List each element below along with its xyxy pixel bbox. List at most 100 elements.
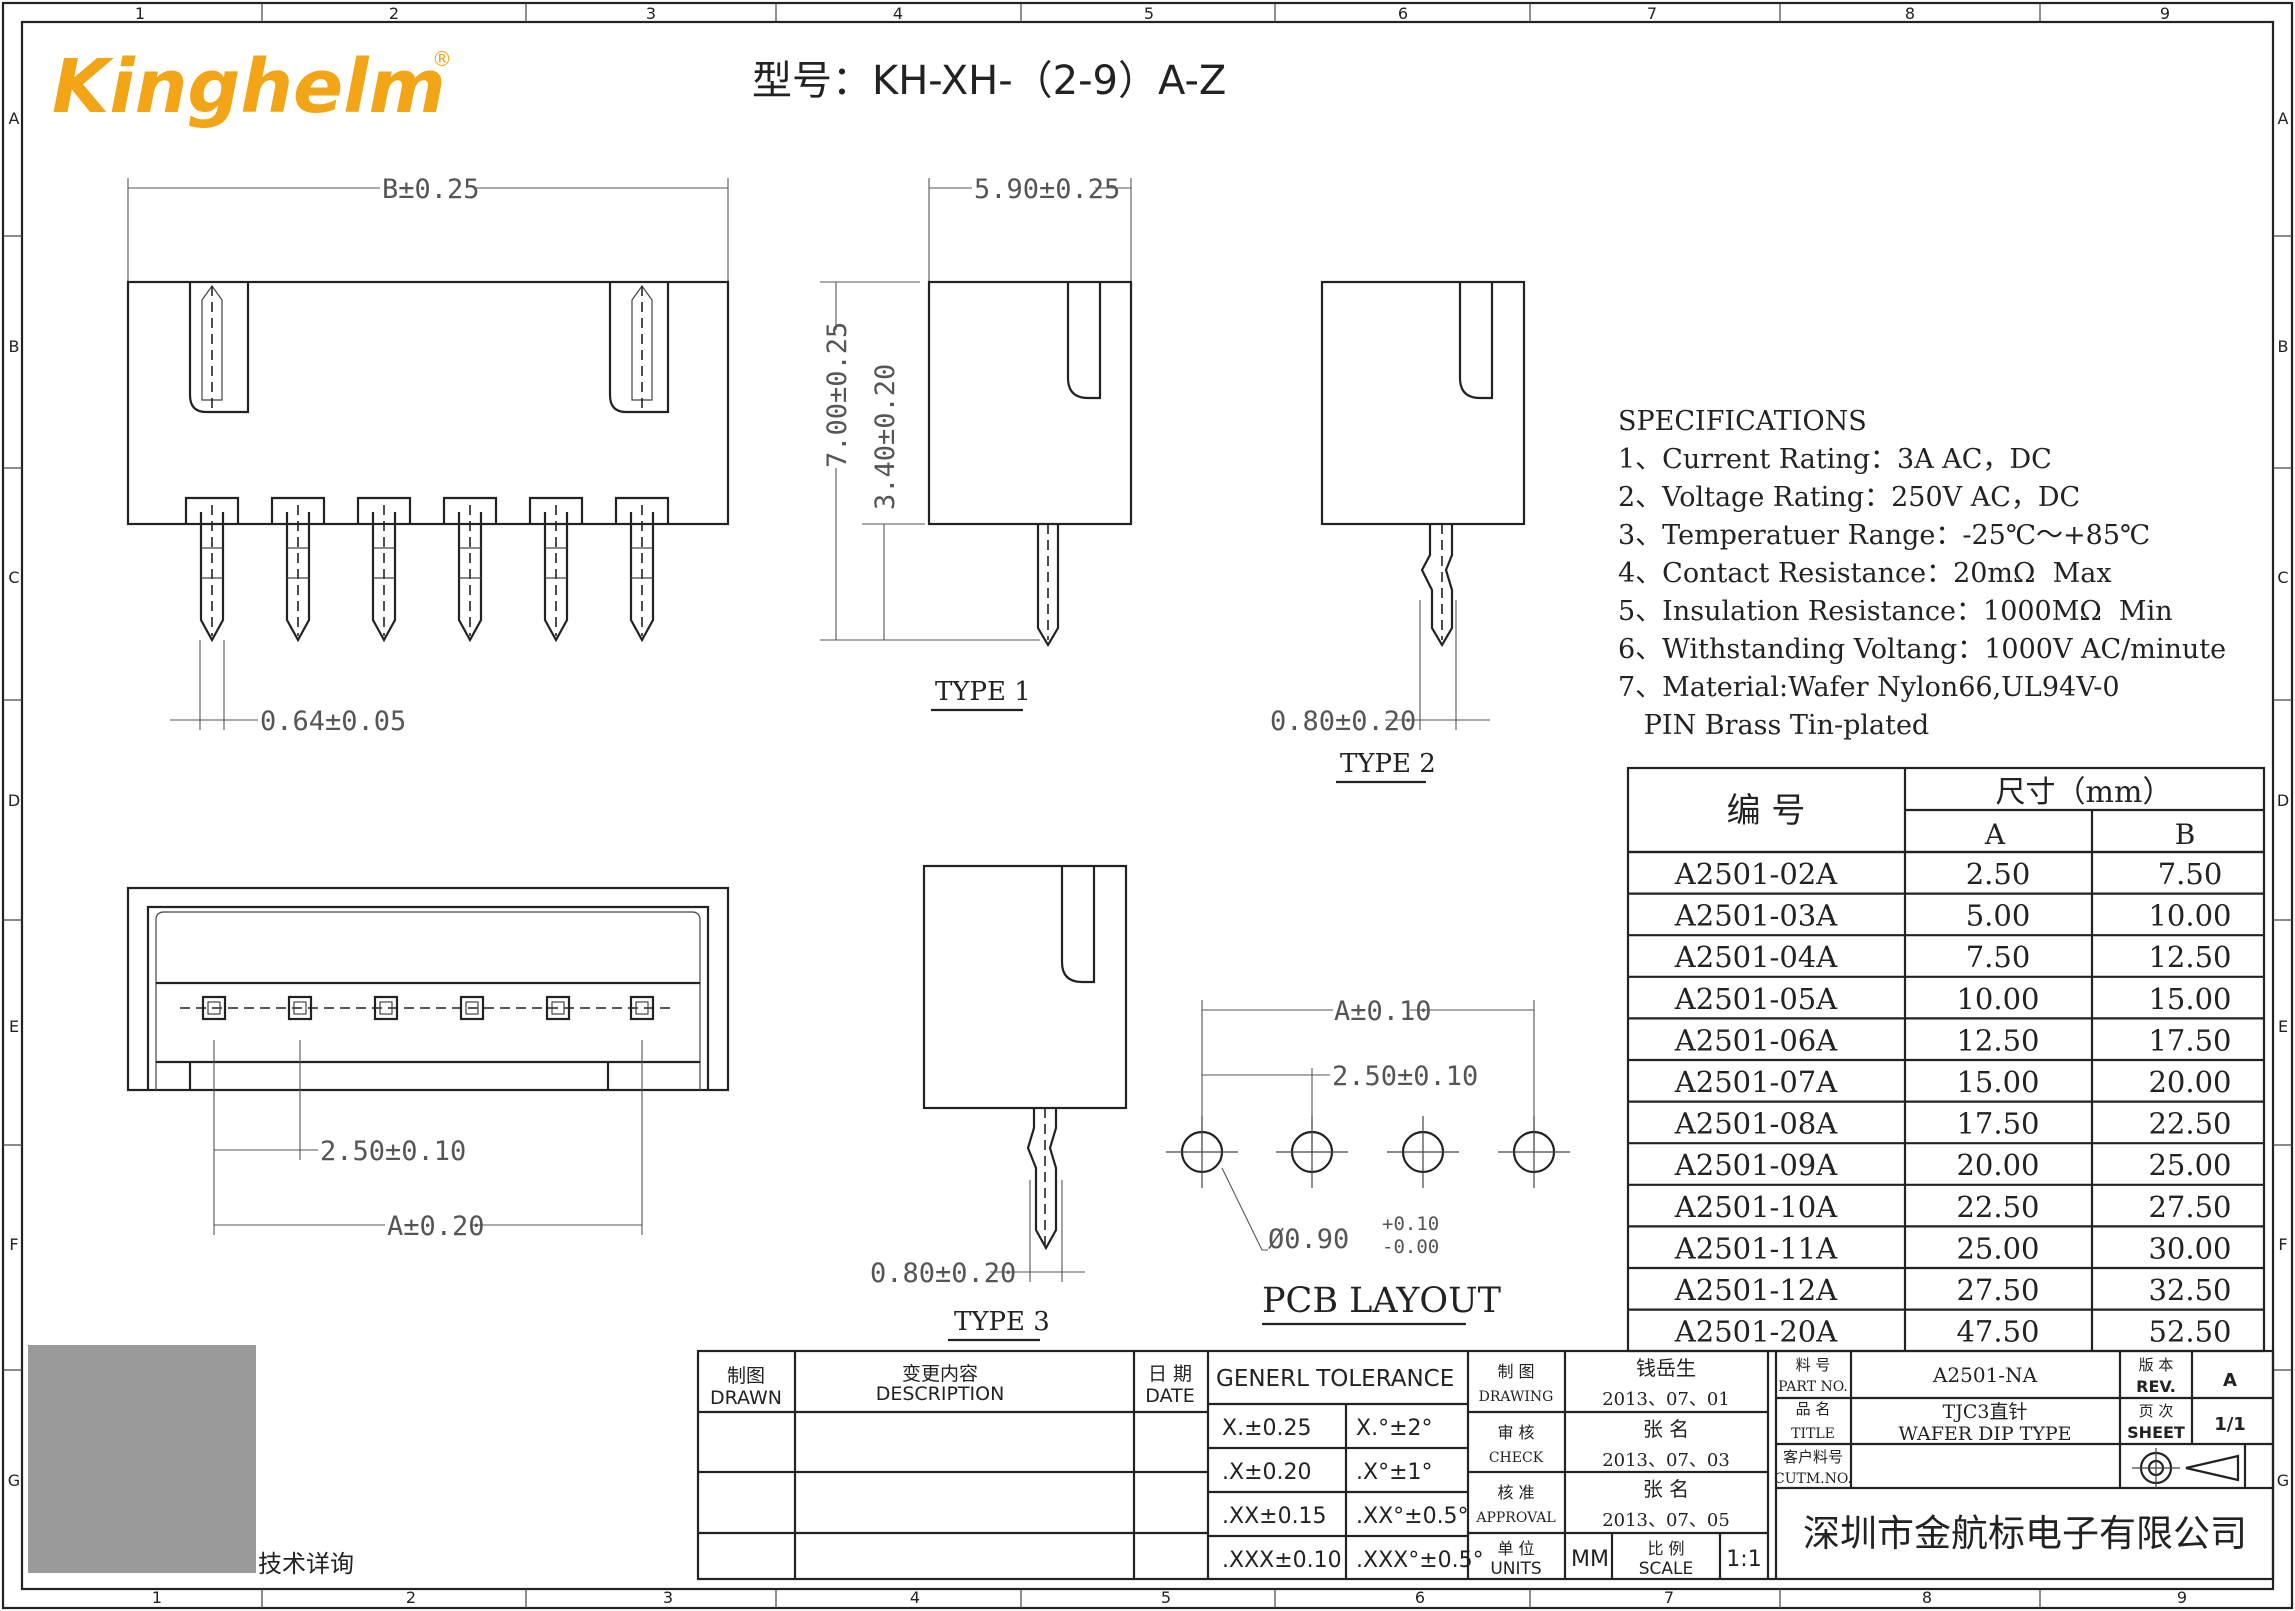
type1-sub-height-dim: 3.40±0.20 bbox=[870, 364, 901, 510]
col-marker-top: 8 bbox=[1905, 4, 1915, 23]
col-marker-bottom: 9 bbox=[2177, 1588, 2187, 1607]
spec-item: 6、Withstanding Voltang：1000V AC/minute bbox=[1618, 634, 2226, 665]
pcb-hole-tol-plus: +0.10 bbox=[1382, 1213, 1439, 1235]
sheet-label-cn: 页 次 bbox=[2139, 1402, 2174, 1420]
row-marker-left: B bbox=[9, 337, 20, 356]
title-value-en: WAFER DIP TYPE bbox=[1898, 1423, 2071, 1445]
size-table-a-value: 20.00 bbox=[1956, 1148, 2039, 1182]
front-view: B±0.25 0.64±0.05 bbox=[126, 174, 730, 737]
bottom-pitch-dim: 2.50±0.10 bbox=[320, 1136, 466, 1167]
front-pin bbox=[270, 496, 326, 643]
date-label-cn: 日 期 bbox=[1148, 1363, 1192, 1385]
tolerance-row: .XX±0.15.XX°±0.5° bbox=[1222, 1504, 1469, 1529]
row-marker-left: D bbox=[8, 791, 20, 810]
col-marker-top: 9 bbox=[2160, 4, 2170, 23]
type2-label: TYPE 2 bbox=[1340, 749, 1436, 779]
size-table-row: A2501-07A 15.00 20.00 bbox=[1674, 1065, 2232, 1099]
title-label-en: TITLE bbox=[1791, 1426, 1835, 1442]
bottom-pin bbox=[545, 995, 571, 1021]
specifications: SPECIFICATIONS 1、Current Rating：3A AC，DC… bbox=[1618, 406, 2226, 741]
check-label-cn: 审 核 bbox=[1497, 1423, 1534, 1442]
size-table-b-header: B bbox=[2175, 818, 2196, 851]
size-table-b-value: 15.00 bbox=[2148, 982, 2231, 1016]
pcb-hole bbox=[1387, 1116, 1459, 1188]
size-table-part-no: A2501-02A bbox=[1674, 857, 1838, 891]
title-value-cn: TJC3直针 bbox=[1943, 1401, 2028, 1423]
size-table-b-value: 7.50 bbox=[2158, 857, 2223, 891]
pcb-hole-dim: Ø0.90 bbox=[1268, 1224, 1349, 1255]
size-table-b-value: 22.50 bbox=[2148, 1107, 2231, 1141]
size-table-a-value: 10.00 bbox=[1956, 982, 2039, 1016]
row-marker-right: A bbox=[2278, 109, 2289, 128]
size-table-a-value: 7.50 bbox=[1966, 940, 2031, 974]
size-table-b-value: 52.50 bbox=[2148, 1315, 2231, 1349]
bottom-pin bbox=[201, 995, 227, 1021]
type1-view: 5.90±0.25 7.00±0.25 3.40±0.20 TYPE 1 bbox=[820, 174, 1133, 712]
rev-value: A bbox=[2223, 1370, 2237, 1391]
col-marker-bottom: 6 bbox=[1415, 1588, 1425, 1607]
bottom-pin bbox=[373, 995, 399, 1021]
projection-symbol bbox=[2132, 1448, 2240, 1488]
units-label-en: UNITS bbox=[1490, 1559, 1541, 1579]
size-table-b-value: 17.50 bbox=[2148, 1023, 2231, 1057]
size-table-a-value: 25.00 bbox=[1956, 1231, 2039, 1265]
size-table-b-value: 12.50 bbox=[2148, 940, 2231, 974]
pcb-pitch-dim: 2.50±0.10 bbox=[1332, 1061, 1478, 1092]
col-marker-bottom: 7 bbox=[1664, 1588, 1674, 1607]
col-marker-bottom: 2 bbox=[406, 1588, 416, 1607]
size-table-b-value: 32.50 bbox=[2148, 1273, 2231, 1307]
size-table-a-value: 12.50 bbox=[1956, 1023, 2039, 1057]
spec-item: 5、Insulation Resistance：1000MΩ Min bbox=[1618, 596, 2173, 627]
pcb-layout: A±0.10 2.50±0.10 Ø0.90 +0.10 -0.00 PCB L… bbox=[1166, 996, 1570, 1326]
title-block: 制图 DRAWN 变更内容 DESCRIPTION 日 期 DATE GENER… bbox=[696, 1349, 2275, 1581]
size-table-part-no: A2501-07A bbox=[1674, 1065, 1838, 1099]
front-pin bbox=[528, 496, 584, 643]
size-table-part-no: A2501-06A bbox=[1674, 1023, 1838, 1057]
size-table-a-value: 27.50 bbox=[1956, 1273, 2039, 1307]
front-width-dim: B±0.25 bbox=[382, 174, 480, 205]
description-label-cn: 变更内容 bbox=[902, 1363, 978, 1385]
sheet-label-en: SHEET bbox=[2127, 1423, 2185, 1442]
row-marker-right: C bbox=[2277, 568, 2288, 587]
date-label-en: DATE bbox=[1145, 1385, 1194, 1407]
size-table-part-no: A2501-20A bbox=[1674, 1315, 1838, 1349]
tolerance-title: GENERL TOLERANCE bbox=[1216, 1366, 1454, 1392]
approval-date: 2013、07、05 bbox=[1602, 1510, 1730, 1531]
tolerance-row: .XXX±0.10.XXX°±0.5° bbox=[1222, 1548, 1484, 1573]
size-table-b-value: 10.00 bbox=[2148, 899, 2231, 933]
front-pin bbox=[442, 496, 498, 643]
size-table-part-no: A2501-12A bbox=[1674, 1273, 1838, 1307]
col-marker-bottom: 1 bbox=[152, 1588, 162, 1607]
row-marker-right: B bbox=[2278, 337, 2289, 356]
drawing-date: 2013、07、01 bbox=[1602, 1389, 1730, 1410]
rev-label-cn: 版 本 bbox=[2139, 1356, 2174, 1374]
col-marker-bottom: 3 bbox=[663, 1588, 673, 1607]
type1-width-dim: 5.90±0.25 bbox=[974, 174, 1120, 205]
check-date: 2013、07、03 bbox=[1602, 1450, 1730, 1471]
col-marker-top: 1 bbox=[135, 4, 145, 23]
size-table-a-value: 5.00 bbox=[1966, 899, 2031, 933]
specifications-title: SPECIFICATIONS bbox=[1618, 406, 1867, 437]
size-table-a-header: A bbox=[1984, 818, 2006, 851]
tolerance-linear: .XX±0.15 bbox=[1222, 1504, 1327, 1529]
row-marker-left: A bbox=[9, 109, 20, 128]
size-table-size-header: 尺寸（mm） bbox=[1996, 775, 2173, 810]
pcb-hole-tol-minus: -0.00 bbox=[1382, 1236, 1439, 1258]
approval-label-en: APPROVAL bbox=[1475, 1510, 1555, 1526]
units-label-cn: 单 位 bbox=[1497, 1539, 1534, 1558]
size-table-part-no: A2501-09A bbox=[1674, 1148, 1838, 1182]
tolerance-linear: X.±0.25 bbox=[1222, 1416, 1311, 1441]
col-marker-top: 3 bbox=[646, 4, 656, 23]
logo-registered-mark: ® bbox=[432, 47, 452, 71]
col-marker-top: 7 bbox=[1647, 4, 1657, 23]
size-table-a-value: 15.00 bbox=[1956, 1065, 2039, 1099]
size-table-b-value: 20.00 bbox=[2148, 1065, 2231, 1099]
bottom-view: 2.50±0.10 A±0.20 bbox=[126, 886, 730, 1242]
spec-item: 1、Current Rating：3A AC，DC bbox=[1618, 444, 2052, 475]
size-table-part-no: A2501-11A bbox=[1674, 1231, 1838, 1265]
row-marker-right: F bbox=[2278, 1235, 2287, 1254]
